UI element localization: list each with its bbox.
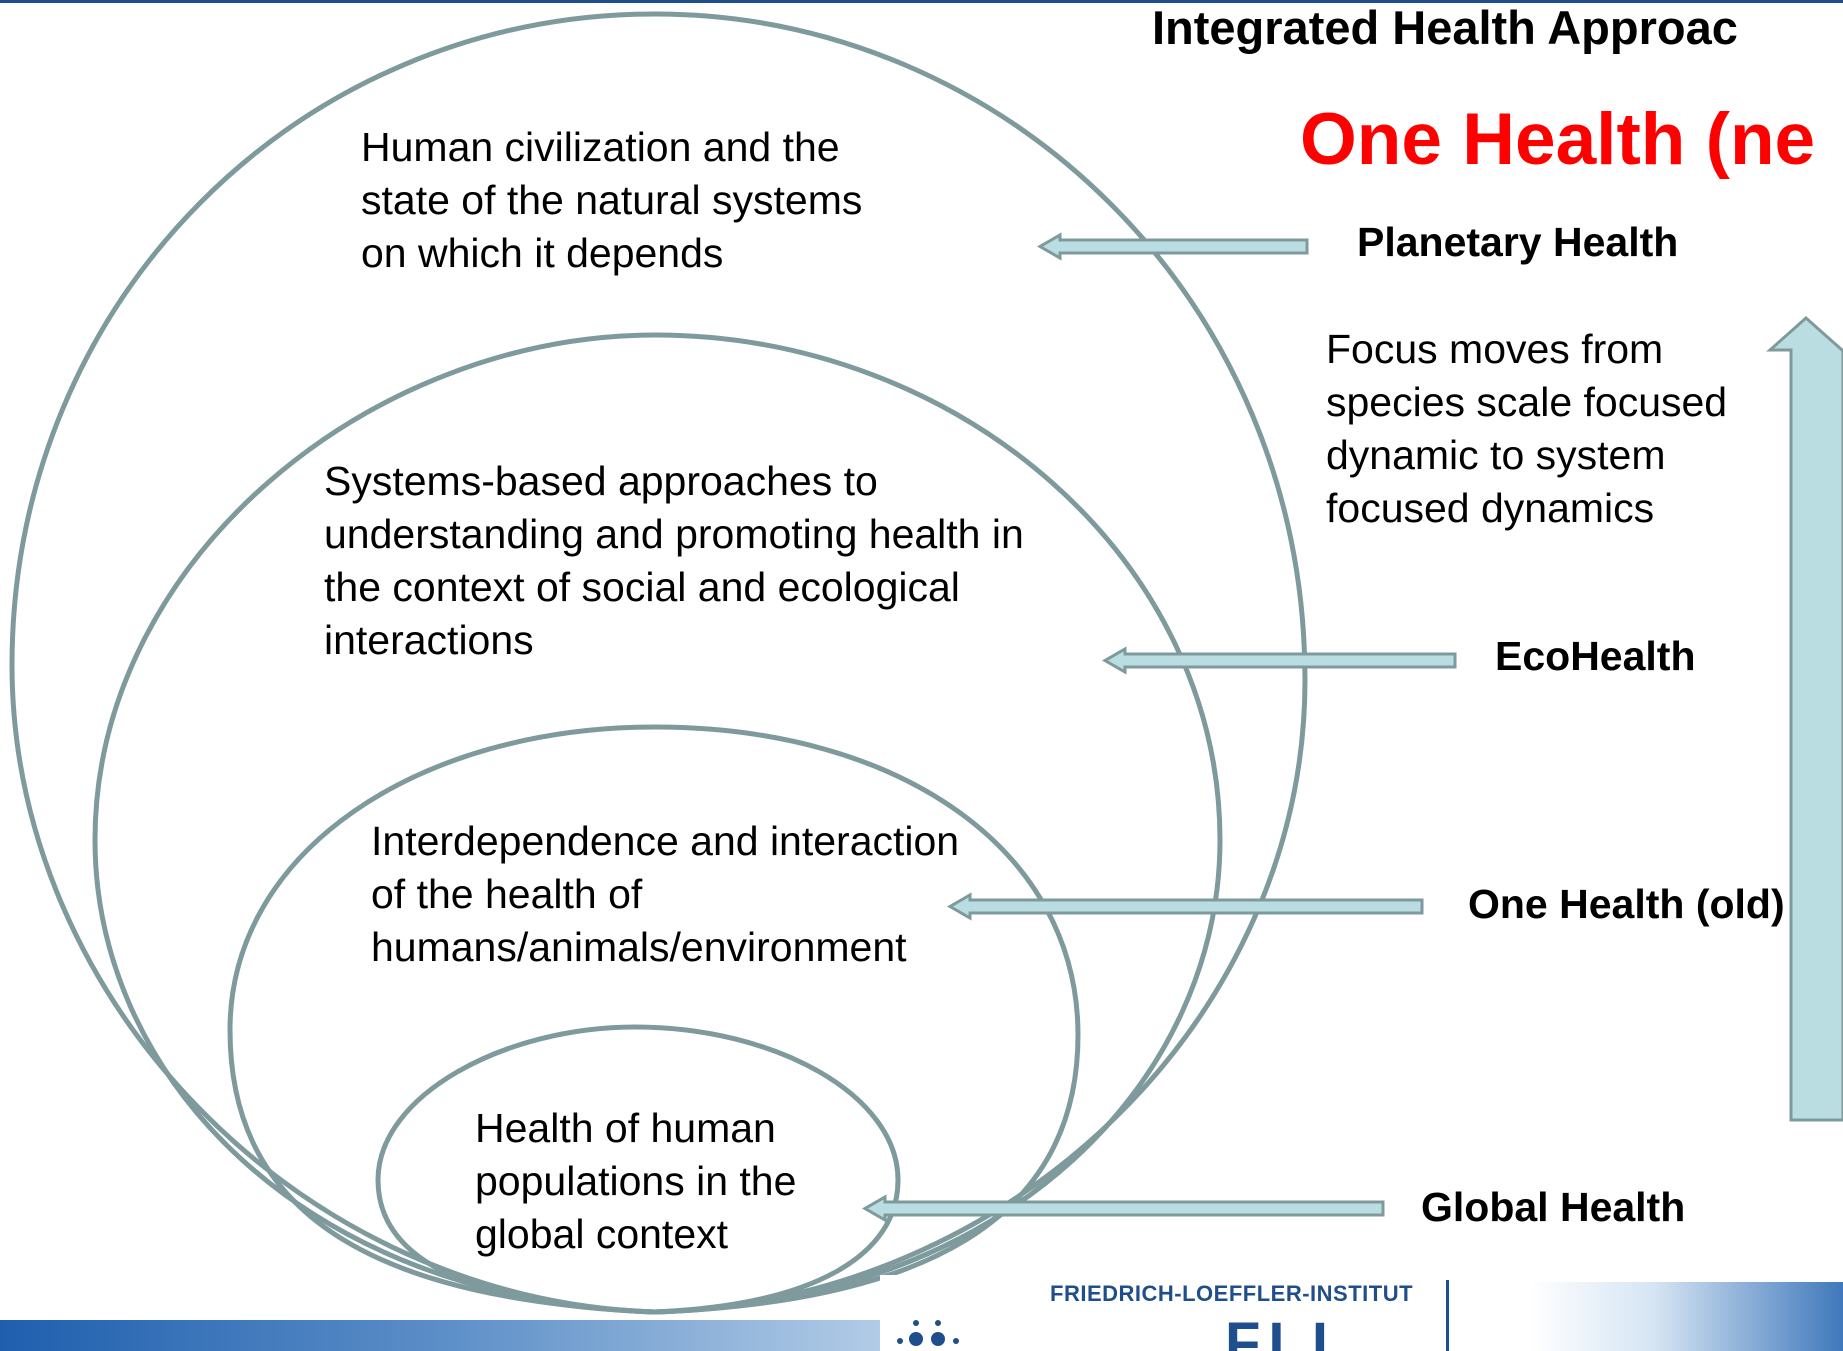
label-one-health-old: One Health (old): [1468, 881, 1785, 927]
third-circle-text: Interdependence and interaction of the h…: [371, 818, 960, 970]
fli-logo: FLI: [1225, 1311, 1336, 1351]
third-ellipse: [227, 724, 1081, 1315]
label-planetary-health: Planetary Health: [1357, 219, 1679, 265]
footer-gradient: [1530, 1282, 1843, 1351]
second-ellipse: [92, 332, 1223, 1315]
outer-ellipse: [9, 11, 1308, 1315]
footer-band: [0, 1320, 1000, 1351]
slide-subtitle: One Health (ne: [1300, 99, 1816, 180]
institute-name: FRIEDRICH-LOEFFLER-INSTITUT: [1050, 1281, 1414, 1306]
label-global-health: Global Health: [1421, 1184, 1686, 1230]
logo-divider: [1446, 1280, 1449, 1351]
outer-circle-text: Human civilization and the state of the …: [361, 124, 863, 276]
logo-dots-icon: [897, 1320, 959, 1346]
label-ecohealth: EcoHealth: [1495, 633, 1696, 679]
second-circle-text: Systems-based approaches to understandin…: [324, 458, 1024, 663]
logo-area: [880, 1275, 1440, 1351]
top-rule: [0, 0, 1843, 3]
arrow-global: [861, 1194, 1385, 1223]
arrow-ecohealth: [1101, 646, 1457, 675]
slide-heading: Integrated Health Approac: [1152, 1, 1738, 54]
arrow-one-health: [946, 892, 1424, 921]
inner-circle-text: Health of human populations in the globa…: [475, 1105, 797, 1257]
arrow-planetary: [1036, 232, 1309, 261]
vertical-progress-arrow: [1766, 315, 1843, 1122]
inner-ellipse: [375, 1024, 901, 1315]
focus-note: Focus moves from species scale focused d…: [1326, 326, 1728, 531]
